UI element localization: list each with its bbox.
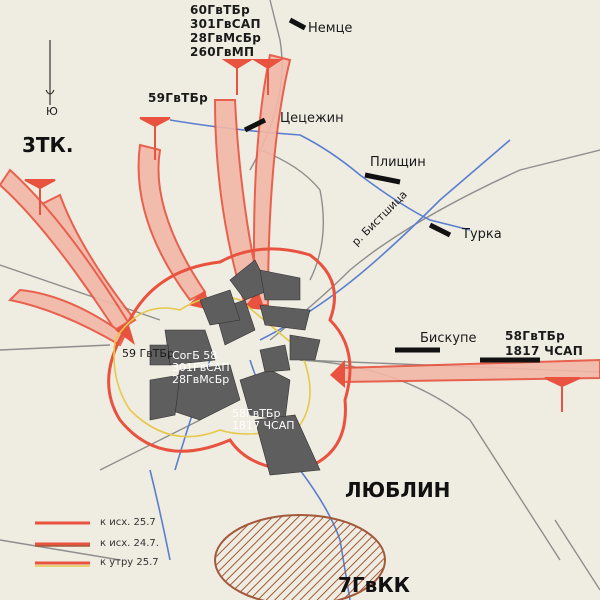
center-unit-2: 301ГвСАП — [172, 361, 230, 374]
south-unit-1: 58ГвТБр — [232, 407, 281, 420]
north-label: Ю — [46, 105, 58, 118]
unit-markers — [24, 59, 581, 412]
top-unit-1: 60ГвТБр — [190, 3, 250, 17]
legend-lines — [35, 521, 90, 567]
place-turka: Турка — [462, 227, 502, 242]
north-arrow — [45, 40, 55, 105]
legend-item-1: к исх. 25.7 — [100, 517, 156, 528]
top-unit-4: 260ГвМП — [190, 45, 255, 59]
place-plishchin: Плищин — [370, 155, 426, 170]
corps-3tk-label: 3ТК. — [22, 133, 74, 157]
center-unit-1: СогБ 58 — [172, 349, 218, 362]
legend-item-3: к утру 25.7 — [100, 557, 159, 568]
city-label: ЛЮБЛИН — [345, 478, 451, 502]
unit-59-label: 59ГвТБр — [148, 91, 208, 105]
cavalry-area — [214, 514, 386, 600]
top-unit-3: 28ГвМсБр — [190, 31, 262, 45]
east-unit-2: 1817 ЧСАП — [505, 344, 584, 358]
legend-item-2: к исх. 24.7. — [100, 538, 159, 549]
city-ring-yellow — [113, 295, 311, 438]
attack-arrows — [0, 53, 600, 384]
front-dashes — [243, 17, 540, 363]
place-biskupe: Бискупе — [420, 331, 477, 346]
south-unit-2: 1817 ЧСАП — [232, 419, 295, 432]
corps-7gvkk-label: 7ГвКК — [338, 573, 411, 597]
place-cecezhin: Цецежин — [280, 111, 344, 126]
city-ring-red — [107, 247, 352, 472]
top-unit-2: 301ГвСАП — [190, 17, 261, 31]
unit-59-inside-label: 59 ГвТБр — [122, 347, 174, 360]
center-unit-3: 28ГвМсБр — [172, 373, 230, 386]
east-unit-1: 58ГвТБр — [505, 329, 565, 343]
place-nemce: Немце — [308, 21, 353, 36]
city-blocks — [149, 259, 321, 476]
